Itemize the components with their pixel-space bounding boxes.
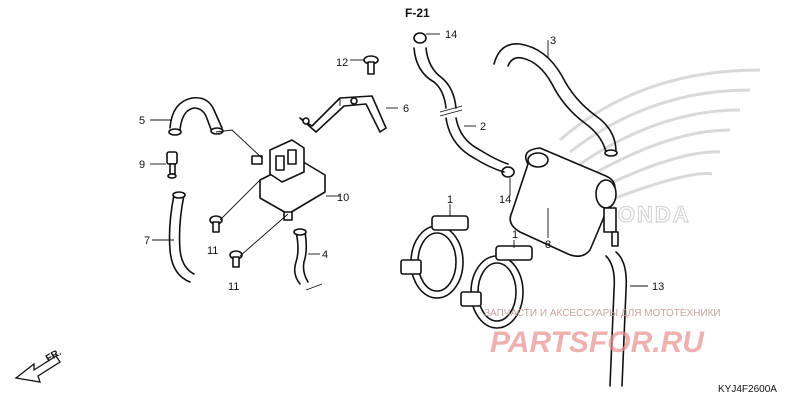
- callout-4: 4: [322, 249, 328, 261]
- callout-8: 8: [545, 239, 551, 251]
- part-11-bolt-upper: [209, 215, 223, 233]
- part-4-hose: [293, 231, 301, 285]
- callout-6: 6: [403, 103, 409, 115]
- reference-label: F-21: [405, 6, 430, 20]
- callout-13: 13: [652, 281, 664, 293]
- part-2-hose: [413, 47, 447, 109]
- watermark-caption: ЗАПЧАСТИ И АКСЕССУАРЫ ДЛЯ МОТОТЕХНИКИ: [484, 308, 721, 319]
- part-12-bolt: [363, 55, 379, 75]
- part-1-strap-upper: [400, 215, 469, 299]
- callout-2: 2: [480, 121, 486, 133]
- part-14-clamp-top: [413, 32, 427, 44]
- part-6-bracket: [299, 95, 387, 133]
- callout-11a: 11: [207, 245, 218, 257]
- part-1-strap-lower: [460, 245, 533, 329]
- callout-14b: 14: [499, 194, 511, 206]
- callout-9: 9: [139, 159, 145, 171]
- part-10-solenoid-valve: [251, 139, 326, 221]
- callout-10: 10: [337, 192, 349, 204]
- callout-14a: 14: [445, 29, 457, 41]
- callout-5: 5: [139, 115, 145, 127]
- part-3-hose: [493, 43, 617, 153]
- callout-7: 7: [144, 235, 150, 247]
- watermark-logo: PARTSFOR.RU: [490, 326, 705, 359]
- part-5-hose: [169, 96, 223, 129]
- part-13-hose: [615, 251, 628, 387]
- drawing-code: KYJ4F2600A: [718, 384, 777, 395]
- callout-1b: 1: [512, 229, 518, 241]
- part-8-canister: [509, 147, 619, 258]
- part-9-fitting: [166, 151, 178, 179]
- callout-12: 12: [336, 57, 348, 69]
- part-11-bolt-lower: [229, 250, 243, 268]
- wing-emblem-watermark: [559, 68, 761, 202]
- callout-1a: 1: [447, 194, 453, 206]
- front-direction-arrow: FR.: [14, 347, 64, 383]
- callout-11b: 11: [228, 281, 239, 293]
- callout-3: 3: [550, 35, 556, 47]
- leader-lines: [150, 33, 648, 291]
- part-7-hose: [168, 194, 191, 283]
